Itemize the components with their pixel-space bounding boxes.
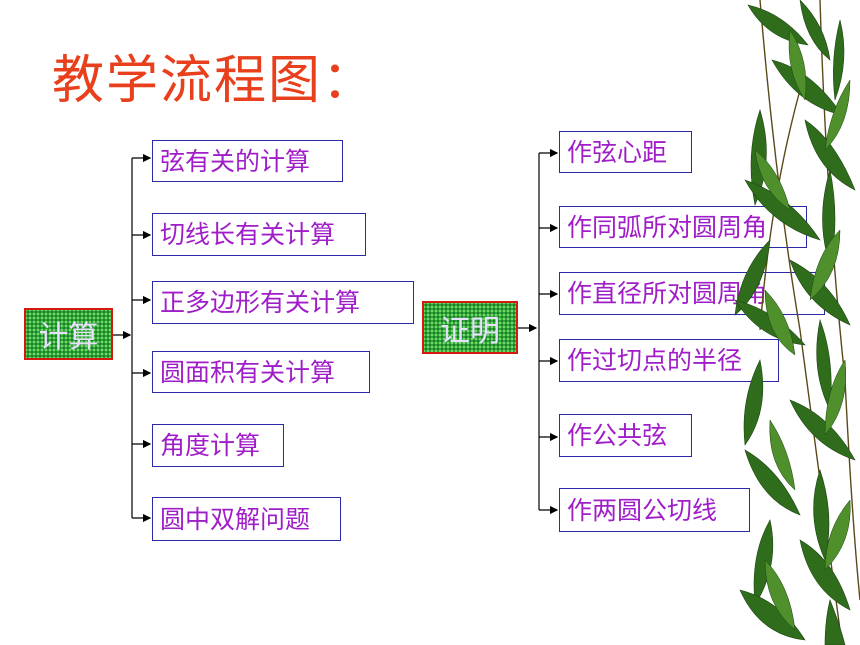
page-title: 教学流程图： [52, 51, 377, 111]
node-tangent-point-radius: 作过切点的半径 [559, 339, 779, 382]
node-chord-center-distance: 作弦心距 [559, 131, 692, 173]
node-same-arc-inscribed-angle: 作同弧所对圆周角 [559, 206, 807, 248]
node-angle-calculation: 角度计算 [152, 424, 284, 467]
node-common-chord: 作公共弦 [559, 414, 692, 457]
left-tree-connectors [113, 153, 152, 523]
node-diameter-inscribed-angle: 作直径所对圆周角 [559, 272, 825, 315]
root-node-calculation: 计算 [24, 308, 113, 360]
right-tree-connectors [518, 148, 559, 515]
node-common-tangent: 作两圆公切线 [559, 488, 750, 532]
node-tangent-length-calculation: 切线长有关计算 [152, 213, 366, 256]
node-regular-polygon-calculation: 正多边形有关计算 [152, 281, 414, 324]
node-double-solution-problem: 圆中双解问题 [152, 497, 341, 541]
root-node-proof: 证明 [422, 301, 518, 354]
node-circle-area-calculation: 圆面积有关计算 [152, 351, 370, 393]
node-chord-calculation: 弦有关的计算 [152, 140, 343, 182]
